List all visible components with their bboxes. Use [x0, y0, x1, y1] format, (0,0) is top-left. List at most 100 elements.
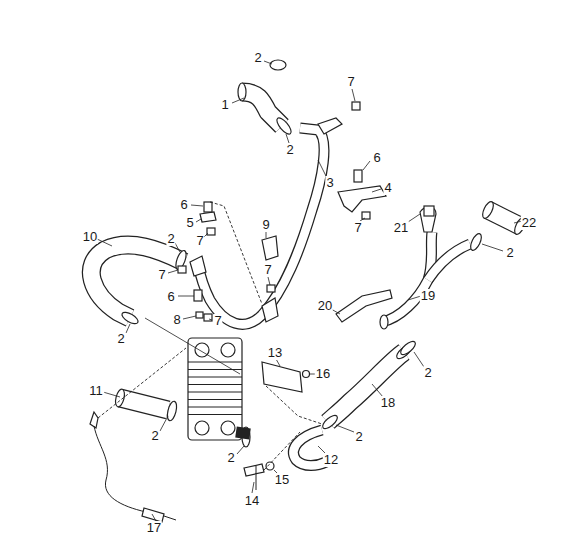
drawing-stroke	[103, 392, 120, 397]
callout-number: 13	[267, 346, 283, 360]
drawing-stroke	[372, 189, 381, 192]
callout-number: 7	[157, 268, 166, 282]
drawing-stroke	[380, 315, 388, 329]
callout-number: 2	[423, 366, 432, 380]
drawing-stroke	[266, 232, 267, 238]
drawing-stroke	[175, 243, 180, 252]
drawing-stroke	[428, 244, 470, 280]
drawing-stroke	[98, 348, 186, 418]
drawing-stroke	[264, 432, 300, 470]
drawing-stroke	[244, 464, 264, 476]
callout-number: 7	[263, 263, 272, 277]
drawing-stroke	[120, 398, 168, 410]
drawing-stroke	[352, 89, 355, 101]
callout-number: 10	[82, 230, 98, 244]
drawing-stroke	[200, 212, 216, 222]
drawing-stroke	[399, 339, 418, 357]
drawing-stroke	[488, 210, 520, 226]
drawing-stroke	[168, 270, 178, 273]
drawing-stroke	[191, 205, 203, 206]
callout-number: 19	[420, 289, 436, 303]
drawing-stroke	[468, 232, 483, 252]
drawing-stroke	[362, 212, 370, 219]
callout-number: 2	[285, 143, 294, 157]
drawing-stroke	[210, 202, 262, 304]
drawing-stroke	[196, 312, 203, 318]
cooler-fin	[188, 407, 242, 408]
drawing-stroke	[178, 266, 186, 273]
drawing-stroke	[270, 60, 286, 70]
drawing-stroke	[152, 514, 156, 521]
cooler-fin	[188, 399, 242, 400]
drawing-stroke	[318, 160, 326, 176]
drawing-stroke	[97, 239, 112, 246]
drawing-stroke	[142, 508, 164, 522]
drawing-stroke	[336, 290, 392, 322]
drawing-stroke	[338, 186, 386, 212]
drawing-stroke	[414, 352, 424, 367]
callout-number: 17	[146, 521, 162, 535]
drawing-stroke	[262, 298, 278, 322]
drawing-stroke	[480, 200, 495, 220]
drawing-stroke	[268, 277, 270, 285]
drawing-stroke	[120, 310, 140, 326]
drawing-stroke	[420, 207, 436, 232]
callout-number: 18	[380, 396, 396, 410]
drawing-stroke	[237, 446, 244, 454]
drawing-stroke	[209, 319, 212, 320]
drawing-stroke	[164, 516, 176, 520]
drawing-stroke	[94, 426, 146, 512]
drawing-stroke	[488, 210, 520, 226]
drawing-stroke	[267, 285, 275, 292]
drawing-stroke	[242, 92, 282, 126]
drawing-stroke	[160, 416, 168, 431]
drawing-stroke	[352, 102, 360, 110]
callout-number: 2	[354, 430, 363, 444]
drawing-stroke	[286, 134, 289, 143]
callout-number: 2	[166, 232, 175, 246]
drawing-stroke	[120, 398, 168, 410]
drawing-stroke	[198, 128, 324, 324]
drawing-stroke	[97, 61, 522, 521]
callout-number: 2	[505, 246, 514, 260]
callout-number: 2	[116, 332, 125, 346]
cooler-fin	[188, 384, 242, 385]
callout-number: 22	[521, 216, 537, 230]
callout-number: 7	[353, 221, 362, 235]
drawing-stroke	[424, 206, 434, 216]
callout-number: 11	[88, 384, 104, 398]
drawing-stroke	[363, 161, 370, 170]
drawing-stroke	[91, 245, 184, 318]
drawing-stroke	[303, 371, 310, 378]
callout-number: 2	[253, 51, 262, 65]
drawing-stroke	[195, 421, 209, 435]
drawing-stroke	[321, 413, 340, 431]
callout-number: 20	[317, 299, 333, 313]
drawing-stroke	[328, 352, 404, 422]
callout-number: 12	[323, 453, 339, 467]
cooler-fin	[188, 369, 242, 370]
drawing-stroke	[428, 244, 470, 280]
callout-number: 7	[346, 75, 355, 89]
callout-number: 15	[274, 473, 290, 487]
callout-number: 7	[195, 234, 204, 248]
callout-number: 21	[393, 221, 409, 235]
callout-number: 6	[372, 151, 381, 165]
drawing-stroke	[188, 362, 242, 415]
drawing-stroke	[188, 338, 242, 440]
drawing-stroke	[190, 256, 206, 276]
callout-number: 9	[261, 218, 270, 232]
drawing-stroke	[266, 386, 322, 424]
callout-number: 6	[166, 290, 175, 304]
drawing-stroke	[238, 83, 246, 101]
drawing-stroke	[126, 324, 130, 333]
cooler-fin	[188, 377, 242, 378]
drawing-stroke	[204, 202, 212, 212]
callout-number: 16	[315, 367, 331, 381]
callout-number: 14	[244, 494, 260, 508]
drawing-stroke	[252, 482, 254, 493]
callout-number: 4	[383, 181, 392, 195]
drawing-stroke	[328, 352, 404, 422]
drawing-stroke	[294, 430, 326, 466]
drawing-stroke	[145, 318, 240, 374]
